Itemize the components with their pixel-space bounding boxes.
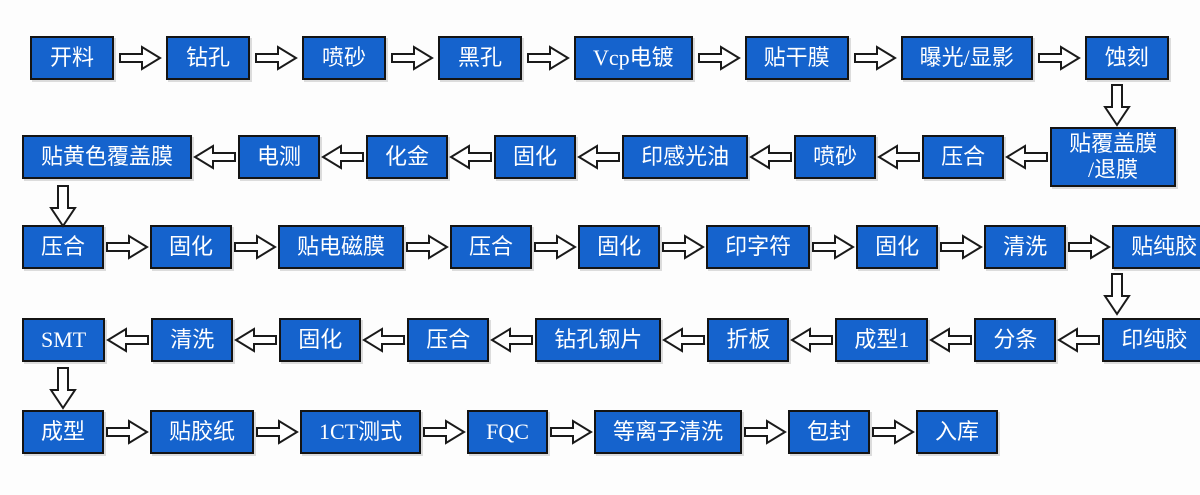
flow-arrow-left-icon <box>361 326 407 354</box>
process-step-box: 清洗 <box>151 318 234 362</box>
process-step-box: 1CT测式 <box>300 410 422 454</box>
process-step-box: SMT <box>22 318 106 362</box>
flow-arrow-right-icon <box>1066 233 1112 261</box>
flow-arrow-right-icon <box>810 233 856 261</box>
flow-arrow-right-icon <box>532 233 578 261</box>
process-step-box: 固化 <box>494 135 577 179</box>
process-step-box: 分条 <box>974 318 1057 362</box>
process-step-box: 固化 <box>279 318 362 362</box>
process-step-box: 成型1 <box>835 318 929 362</box>
flow-arrow-down-icon <box>1102 272 1132 316</box>
flow-arrow-right-icon <box>693 44 745 72</box>
process-step-box: 开料 <box>30 36 114 80</box>
process-step-box: 印字符 <box>706 225 811 269</box>
flow-arrow-left-icon <box>1056 326 1102 354</box>
flow-arrow-right-icon <box>386 44 438 72</box>
flow-row-3: 压合 固化 贴电磁膜 压合 固化 印字符 固化 清洗 贴纯胶 <box>0 225 1200 269</box>
process-step-box: FQC <box>467 410 548 454</box>
flow-row-1: 开料 钻孔 喷砂 黑孔 Vcp电镀 贴干膜 曝光/显影 蚀刻 <box>0 36 1169 80</box>
process-step-box: 压合 <box>450 225 533 269</box>
flow-row-2: 贴黄色覆盖膜 电测 化金 固化 印感光油 喷砂 压合 贴覆盖膜 /退膜 <box>0 126 1177 188</box>
flow-row-4: SMT 清洗 固化 压合 钻孔钢片 折板 成型1 分条 印纯胶 <box>0 318 1200 362</box>
process-step-box: 入库 <box>915 410 998 454</box>
flow-arrow-left-icon <box>320 143 366 171</box>
flow-arrow-left-icon <box>876 143 922 171</box>
flow-arrow-down-icon <box>48 184 78 228</box>
flow-arrow-left-icon <box>233 326 279 354</box>
process-step-box: 贴黄色覆盖膜 <box>22 135 193 179</box>
process-step-box: 贴电磁膜 <box>278 225 405 269</box>
process-step-box: 印纯胶 <box>1102 318 1200 362</box>
process-step-box: 固化 <box>150 225 233 269</box>
flow-arrow-right-icon <box>548 418 594 446</box>
flow-arrow-right-icon <box>104 233 150 261</box>
flow-arrow-right-icon <box>849 44 901 72</box>
flow-arrow-left-icon <box>192 143 238 171</box>
process-step-box: 压合 <box>407 318 490 362</box>
process-step-box: 等离子清洗 <box>593 410 742 454</box>
flow-arrow-right-icon <box>404 233 450 261</box>
flow-arrow-right-icon <box>522 44 574 72</box>
process-step-box: 钻孔 <box>166 36 250 80</box>
flow-arrow-left-icon <box>105 326 151 354</box>
flow-arrow-left-icon <box>661 326 707 354</box>
flow-arrow-right-icon <box>114 44 166 72</box>
process-step-box: 化金 <box>366 135 449 179</box>
flow-arrow-right-icon <box>104 418 150 446</box>
flow-arrow-down-icon <box>1102 83 1132 127</box>
flow-arrow-left-icon <box>789 326 835 354</box>
flow-arrow-down-icon <box>48 366 78 410</box>
flow-arrow-left-icon <box>448 143 494 171</box>
flow-arrow-right-icon <box>660 233 706 261</box>
flow-arrow-right-icon <box>254 418 300 446</box>
flow-arrow-left-icon <box>928 326 974 354</box>
process-step-box: 成型 <box>22 410 105 454</box>
process-step-box: 贴干膜 <box>744 36 849 80</box>
process-step-box: 固化 <box>578 225 661 269</box>
flow-arrow-left-icon <box>748 143 794 171</box>
flow-arrow-right-icon <box>938 233 984 261</box>
process-step-box: 贴覆盖膜 /退膜 <box>1050 127 1177 187</box>
process-step-box: 贴胶纸 <box>150 410 255 454</box>
process-step-box: 压合 <box>22 225 105 269</box>
process-step-box: 钻孔钢片 <box>535 318 662 362</box>
process-step-box: 包封 <box>787 410 870 454</box>
flow-arrow-right-icon <box>1033 44 1085 72</box>
process-step-box: 黑孔 <box>438 36 522 80</box>
flow-arrow-left-icon <box>489 326 535 354</box>
flow-arrow-right-icon <box>742 418 788 446</box>
flow-arrow-left-icon <box>576 143 622 171</box>
process-step-box: 清洗 <box>984 225 1067 269</box>
flow-arrow-right-icon <box>250 44 302 72</box>
flow-arrow-right-icon <box>232 233 278 261</box>
process-step-box: 蚀刻 <box>1084 36 1169 80</box>
process-step-box: 贴纯胶 <box>1112 225 1200 269</box>
flow-arrow-left-icon <box>1004 143 1050 171</box>
process-step-box: 喷砂 <box>794 135 877 179</box>
process-step-box: 电测 <box>238 135 321 179</box>
process-step-box: 折板 <box>707 318 790 362</box>
process-step-box: 固化 <box>856 225 939 269</box>
process-step-box: 压合 <box>922 135 1005 179</box>
flow-row-5: 成型 贴胶纸 1CT测式 FQC 等离子清洗 包封 入库 <box>0 410 998 454</box>
flow-arrow-right-icon <box>870 418 916 446</box>
process-step-box: 喷砂 <box>302 36 386 80</box>
process-step-box: 印感光油 <box>622 135 749 179</box>
flow-arrow-right-icon <box>421 418 467 446</box>
process-step-box: Vcp电镀 <box>574 36 693 80</box>
process-step-box: 曝光/显影 <box>900 36 1033 80</box>
